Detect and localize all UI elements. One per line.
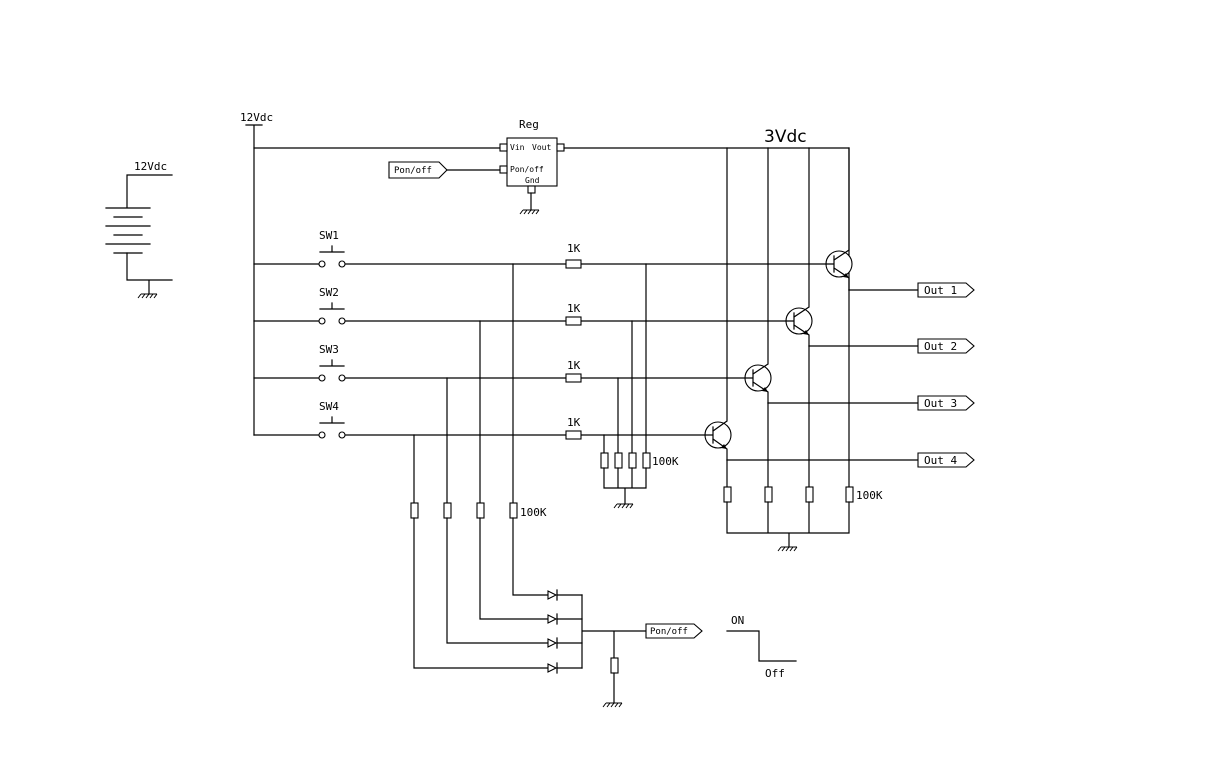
switch-row-3: SW3 1K xyxy=(253,343,746,383)
out-1-label: Out 1 xyxy=(924,284,957,297)
switch-row-1: SW1 1K xyxy=(253,229,827,269)
r-base-1-label: 1K xyxy=(567,242,581,255)
r-base-4 xyxy=(565,430,582,440)
switch-row-4: SW4 1K xyxy=(253,400,706,440)
battery-label: 12Vdc xyxy=(134,160,167,173)
diode-resistor-label: 100K xyxy=(520,506,547,519)
out-3-label: Out 3 xyxy=(924,397,957,410)
collector-wires xyxy=(726,147,810,421)
transistor-q4 xyxy=(704,420,732,461)
out-tag-2: Out 2 xyxy=(917,338,975,354)
transistor-q2 xyxy=(785,306,813,347)
transistor-q3 xyxy=(744,363,772,404)
r-base-2-label: 1K xyxy=(567,302,581,315)
regulator: Reg Vin Vout Pon/off Gnd xyxy=(446,118,850,291)
sw1-label: SW1 xyxy=(319,229,339,242)
regulator-pin-vin: Vin xyxy=(510,143,525,152)
pon-tag-bottom-label: Pon/off xyxy=(650,627,688,637)
out-tag-3: Out 3 xyxy=(917,395,975,411)
regulator-pin-gnd: Gnd xyxy=(525,176,540,185)
rail-label: 12Vdc xyxy=(240,111,273,124)
timing-off-label: Off xyxy=(765,667,785,680)
supply-rail: 12Vdc xyxy=(240,111,501,436)
emitter-resistor-label: 100K xyxy=(856,489,883,502)
out-2-label: Out 2 xyxy=(924,340,957,353)
timing-diagram: ON Off xyxy=(726,614,797,680)
pon-tag-left-label: Pon/off xyxy=(394,166,432,176)
transistor-q1 xyxy=(825,147,853,291)
emitter-network: 100K xyxy=(723,289,919,552)
out-tag-1: Out 1 xyxy=(917,282,975,298)
sw4-label: SW4 xyxy=(319,400,339,413)
out-4-label: Out 4 xyxy=(924,454,957,467)
r-base-2 xyxy=(565,316,582,326)
base-pulldowns: 100K xyxy=(600,263,679,509)
r-base-4-label: 1K xyxy=(567,416,581,429)
r-base-3-label: 1K xyxy=(567,359,581,372)
pulldown-label: 100K xyxy=(652,455,679,468)
regulator-title: Reg xyxy=(519,118,539,131)
diode-or-network: 100K xyxy=(410,263,647,708)
battery: 12Vdc xyxy=(105,160,173,299)
pon-tag-bottom: Pon/off xyxy=(645,623,703,639)
switch-row-2: SW2 1K xyxy=(253,286,787,326)
regulator-body xyxy=(506,137,558,187)
pon-tag-left: Pon/off xyxy=(388,161,448,179)
regulator-pin-vout: Vout xyxy=(532,143,551,152)
r-base-1 xyxy=(565,259,582,269)
sw2-label: SW2 xyxy=(319,286,339,299)
out-tag-4: Out 4 xyxy=(917,452,975,468)
regulator-pin-pon: Pon/off xyxy=(510,165,544,174)
r-base-3 xyxy=(565,373,582,383)
timing-on-label: ON xyxy=(731,614,744,627)
out-rail-label: 3Vdc xyxy=(764,127,807,147)
sw3-label: SW3 xyxy=(319,343,339,356)
